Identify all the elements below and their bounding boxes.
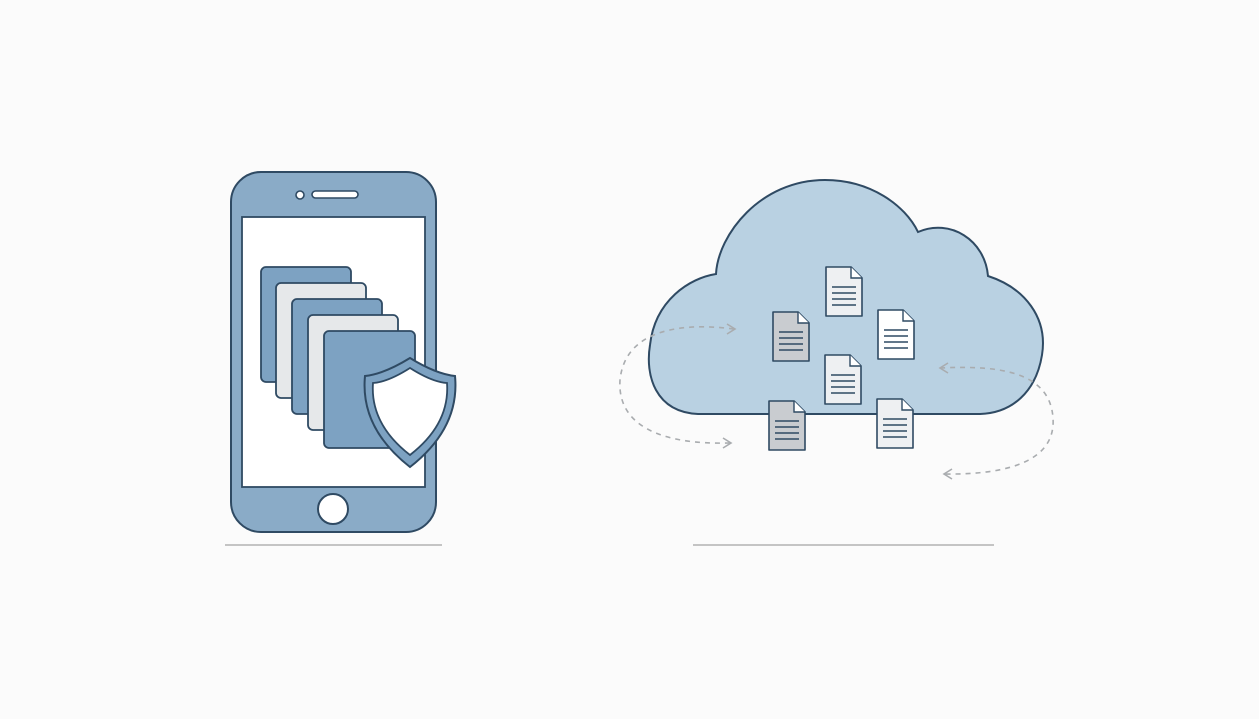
document-icon <box>824 354 862 405</box>
phone-home-button-icon <box>317 493 349 525</box>
shield-icon <box>363 356 457 469</box>
document-icon <box>876 398 914 449</box>
document-icon <box>768 400 806 451</box>
document-icon <box>772 311 810 362</box>
document-icon <box>825 266 863 317</box>
arrowhead-icon <box>942 468 953 480</box>
document-group <box>768 266 915 451</box>
phone-speaker-icon <box>311 190 359 199</box>
arrowhead-icon <box>938 362 949 374</box>
arrowhead-icon <box>726 323 737 335</box>
file-stack-icon <box>260 266 416 449</box>
dashed-arrow-icon <box>619 323 1054 480</box>
sync-arrow-right <box>939 366 1054 475</box>
phone-camera-icon <box>295 190 305 200</box>
sync-arrow-left <box>619 326 735 444</box>
arrowhead-icon <box>722 437 733 449</box>
document-icon <box>877 309 915 360</box>
